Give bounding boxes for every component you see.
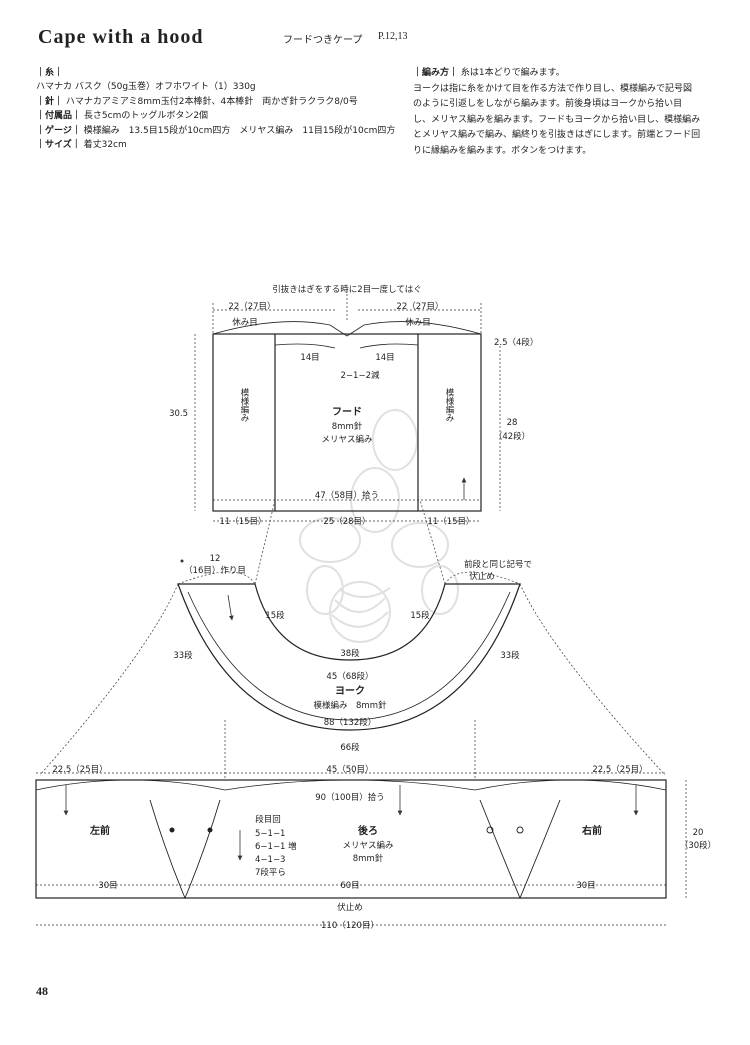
increase-step: 4−1−3 <box>255 855 285 865</box>
body-right-top: 22.5（25目） <box>592 764 647 775</box>
yoke-cast-on-count: （16目）作り目 <box>184 565 246 576</box>
hood-right-width: 22（27目） <box>396 301 443 312</box>
yoke-name: ヨーク <box>335 685 365 697</box>
hood-bottom-left: 11（15目） <box>219 516 266 527</box>
method-line: し、メリヤス編みを編みます。フードもヨークから拾い目し、模様編み <box>413 114 701 125</box>
hood-left-width: 22（27目） <box>228 301 275 312</box>
gauge-label: ｜ゲージ｜ <box>36 125 81 136</box>
yoke-desc: 模様編み 8mm針 <box>314 700 387 711</box>
method-line: ヨークは指に糸をかけて目を作る方法で作り目し、模様編みで記号図 <box>413 83 693 94</box>
hood-decrease: 2−1−2減 <box>341 370 380 381</box>
body-bottom-right: 30目 <box>576 881 595 891</box>
yoke-outer: 88（132段） <box>324 717 377 728</box>
page-reference: P.12,13 <box>378 31 408 42</box>
toggle-button-icon <box>169 827 213 833</box>
knitting-method: ｜編み方｜ 糸は1本どりで編みます。 ヨークは指に糸をかけて目を作る方法で作り目… <box>413 66 733 160</box>
body-left-top: 22.5（25目） <box>52 764 107 775</box>
yoke-bottom: 66段 <box>340 742 360 753</box>
yoke-outer-right: 33段 <box>500 650 520 661</box>
increase-step: 5−1−1 <box>255 829 285 839</box>
hood-left-height: 30.5 <box>169 409 188 419</box>
yoke-left-rows: 15段 <box>265 610 285 621</box>
yarn-label: ｜糸｜ <box>36 68 64 78</box>
increase-step: 6−1−1 増 <box>255 841 297 852</box>
hood-right-rest: 休み目 <box>405 317 431 328</box>
back-label: 後ろ <box>358 824 378 837</box>
method-line: りに縁編みを編みます。ボタンをつけます。 <box>413 145 592 156</box>
needle-value: ハマナカアミアミ8mm玉付2本棒針、4本棒針 両かぎ針ラクラク8/0号 <box>65 96 358 107</box>
hood-seam-note: 引抜きはぎをする時に2目一度してはぐ <box>272 284 422 295</box>
body-center-top: 45（50目） <box>326 764 373 775</box>
hood-stitch: メリヤス編み <box>321 434 373 445</box>
materials-list: ｜糸｜ ハマナカ バスク（50g玉巻）オフホワイト（1）330g ｜針｜ ハマナカ… <box>36 66 395 152</box>
size-label: ｜サイズ｜ <box>36 140 81 151</box>
method-label: ｜編み方｜ <box>413 68 459 78</box>
yoke-mid: 45（68段） <box>326 671 373 682</box>
hood-left-inner: 14目 <box>300 353 319 363</box>
hood-schematic <box>212 321 482 512</box>
method-line: とメリヤス編みで編み、編終りを引抜きはぎにします。前端とフード回 <box>413 130 701 141</box>
hood-left-rest: 休み目 <box>232 317 258 328</box>
yoke-outer-left: 33段 <box>173 650 193 661</box>
method-intro: 糸は1本どりで編みます。 <box>460 68 565 78</box>
back-needle: 8mm針 <box>353 853 384 864</box>
method-line: のように引返しをしながら編みます。前後身頃はヨークから拾い目 <box>413 99 683 110</box>
gauge-row: ｜ゲージ｜ 模様編み 13.5目15段が10cm四方 メリヤス編み 11目15段… <box>36 124 395 138</box>
yoke-cast-on: 12 <box>210 554 221 564</box>
left-front-label: 左前 <box>89 824 110 837</box>
increase-step: 7段平ら <box>255 867 286 878</box>
size-row: ｜サイズ｜ 着丈32cm <box>36 138 395 152</box>
yoke-schematic <box>177 583 521 731</box>
body-bottom-left: 30目 <box>98 881 117 891</box>
notions-label: ｜付属品｜ <box>36 111 82 122</box>
hood-right-height: 28 <box>507 418 518 428</box>
yarn-value: ハマナカ バスク（50g玉巻）オフホワイト（1）330g <box>36 82 256 93</box>
notions-row: ｜付属品｜ 長さ5cmのトッグルボタン2個 <box>36 109 395 123</box>
yoke-bindoff-note: 伏止め <box>469 571 495 582</box>
yoke-inner: 38段 <box>340 648 360 659</box>
yarn-row: ｜糸｜ ハマナカ バスク（50g玉巻）オフホワイト（1）330g <box>36 66 395 95</box>
page-number: 48 <box>36 984 48 998</box>
body-bottom-center: 60目 <box>340 881 359 891</box>
body-total: 110（120目） <box>321 920 379 931</box>
hood-bottom-center: 25（28目） <box>323 516 370 527</box>
gauge-value: 模様編み 13.5目15段が10cm四方 メリヤス編み 11目15段が10cm四… <box>83 125 396 136</box>
pattern-subtitle: フードつきケープ <box>283 35 363 46</box>
toggle-loop-icon <box>486 826 524 834</box>
header: Cape with a hood <box>38 26 203 49</box>
hood-left-pattern: 模様編み <box>239 387 249 422</box>
hood-bottom-right: 11（15目） <box>427 516 474 527</box>
body-height-rows: （30段） <box>680 840 716 851</box>
hood-pickup: 47（58目）拾う <box>315 490 379 501</box>
body-height: 20 <box>693 828 704 838</box>
needle-row: ｜針｜ ハマナカアミアミ8mm玉付2本棒針、4本棒針 両かぎ針ラクラク8/0号 <box>36 95 395 109</box>
back-stitch: メリヤス編み <box>342 840 394 851</box>
hood-top-right: 2.5（4段） <box>494 337 538 348</box>
hood-right-pattern: 模様編み <box>444 387 454 422</box>
hood-right-rows: （42段） <box>494 431 530 442</box>
hood-right-inner: 14目 <box>375 353 394 363</box>
hood-name: フード <box>332 406 362 418</box>
right-front-label: 右前 <box>581 824 602 837</box>
body-schematic <box>35 779 667 900</box>
notions-value: 長さ5cmのトッグルボタン2個 <box>83 111 209 122</box>
hood-needle: 8mm針 <box>332 421 363 432</box>
body-bindoff: 伏止め <box>337 902 363 913</box>
yoke-right-rows: 15段 <box>410 610 430 621</box>
size-value: 着丈32cm <box>83 140 127 151</box>
body-pickup: 90（100目）拾う <box>315 792 385 803</box>
needle-label: ｜針｜ <box>36 96 64 107</box>
yoke-bindoff-note: 前段と同じ記号で <box>464 559 532 570</box>
increase-title: 段目回 <box>255 814 281 825</box>
pattern-title: Cape with a hood <box>38 26 204 48</box>
